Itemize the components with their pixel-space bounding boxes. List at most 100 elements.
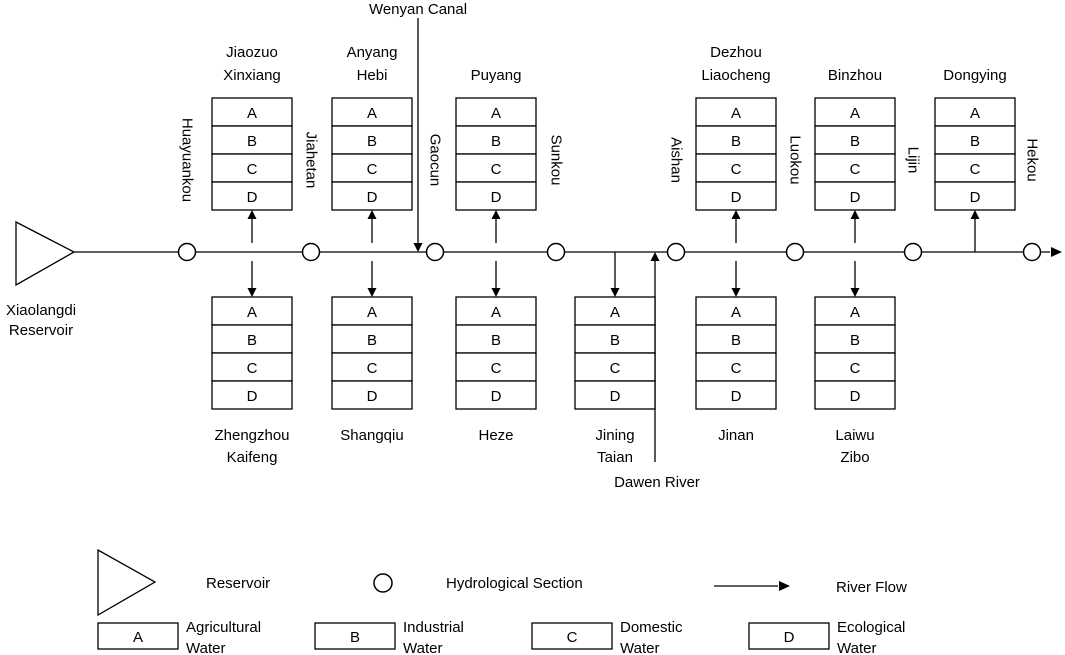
station-label: Jiahetan [303,132,320,189]
station-circle-icon [1022,242,1042,262]
north-region-label-line1: Dongying [943,67,1006,84]
demand-cell [695,97,777,127]
demand-cell-letter: C [850,360,861,377]
demand-cell-letter: C [247,360,258,377]
demand-cell-letter: C [610,360,621,377]
demand-cell-letter: C [970,161,981,178]
demand-cell [211,324,293,354]
north-region-label-line1: Puyang [471,67,522,84]
demand-cell-letter: D [970,189,981,206]
legend-label-line1: Domestic [620,619,683,636]
demand-cell-letter: B [731,332,741,349]
north-region-label-line1: Anyang [347,44,398,61]
demand-cell-letter: A [731,304,741,321]
demand-cell [814,125,896,155]
north-region-label-line1: Dezhou [710,44,762,61]
demand-cell [455,352,537,382]
demand-blocks-layer: ABCDJiaozuoXinxiangABCDAnyangHebiABCDPuy… [211,44,1016,466]
demand-cell-letter: B [367,332,377,349]
demand-cell [211,125,293,155]
demand-cell-letter: A [367,105,377,122]
supply-arrowhead [491,288,501,297]
legend: Reservoir Hydrological Section River Flo… [97,548,907,655]
demand-cell [574,352,656,382]
station-circle-icon [546,242,566,262]
demand-cell [695,324,777,354]
demand-cell-letter: C [491,360,502,377]
demand-cell [455,296,537,326]
demand-cell [331,352,413,382]
demand-cell [814,352,896,382]
demand-cell [331,181,413,211]
demand-cell [331,97,413,127]
demand-cell [574,296,656,326]
demand-cell [211,380,293,410]
station-circle-icon [666,242,686,262]
south-region-label-line2: Kaifeng [227,449,278,466]
river-flow-arrowhead [1051,247,1062,257]
demand-cell [814,380,896,410]
demand-cell-letter: A [970,105,980,122]
demand-cell-letter: D [850,388,861,405]
demand-cell [695,181,777,211]
demand-cell-letter: A [850,304,860,321]
south-region-label-line1: Jining [595,427,634,444]
south-region-label-line1: Heze [478,427,513,444]
legend-section-icon [373,573,393,593]
demand-cell-letter: B [850,133,860,150]
south-region-label-line1: Shangqiu [340,427,403,444]
demand-cell-letter: D [367,388,378,405]
station-label: Lijin [905,147,922,174]
demand-cell-letter: B [850,332,860,349]
legend-label-line2: Water [403,640,442,655]
demand-cell-letter: A [491,304,501,321]
legend-box [531,622,613,650]
south-region-label-line1: Zhengzhou [214,427,289,444]
supply-arrowhead [731,288,741,297]
demand-cell-letter: A [247,304,257,321]
supply-arrowhead [491,210,501,219]
reservoir-label-line1: Xiaolangdi [6,302,76,319]
south-region-label-line2: Zibo [840,449,869,466]
demand-cell-letter: D [850,189,861,206]
demand-cell-letter: D [491,388,502,405]
demand-cell [331,380,413,410]
demand-cell [695,125,777,155]
station-circle-icon [785,242,805,262]
legend-label-line2: Water [837,640,876,655]
supply-arrowhead [610,288,620,297]
demand-cell-letter: A [367,304,377,321]
demand-cell-letter: C [367,161,378,178]
demand-cell-letter: A [850,105,860,122]
demand-cell [331,125,413,155]
legend-flow-arrowhead-icon [779,581,790,591]
station-label: Luokou [787,135,804,184]
demand-cell [455,97,537,127]
supply-arrowhead [731,210,741,219]
supply-arrowhead [367,210,377,219]
demand-cell-letter: C [731,161,742,178]
station-circle-icon [425,242,445,262]
station-label: Sunkou [548,135,565,186]
demand-cell-letter: C [367,360,378,377]
demand-cell [814,97,896,127]
demand-cell-letter: D [731,189,742,206]
demand-cell [211,352,293,382]
demand-cell-letter: B [491,133,501,150]
station-label: Huayuankou [179,118,196,202]
demand-cell [695,352,777,382]
supply-arrowhead [970,210,980,219]
demand-cell [331,296,413,326]
supply-arrowhead [850,288,860,297]
demand-cell-letter: D [491,189,502,206]
demand-cell-letter: B [731,133,741,150]
demand-cell-letter: D [731,388,742,405]
demand-cell [574,324,656,354]
demand-cell [211,97,293,127]
supply-arrowhead [367,288,377,297]
